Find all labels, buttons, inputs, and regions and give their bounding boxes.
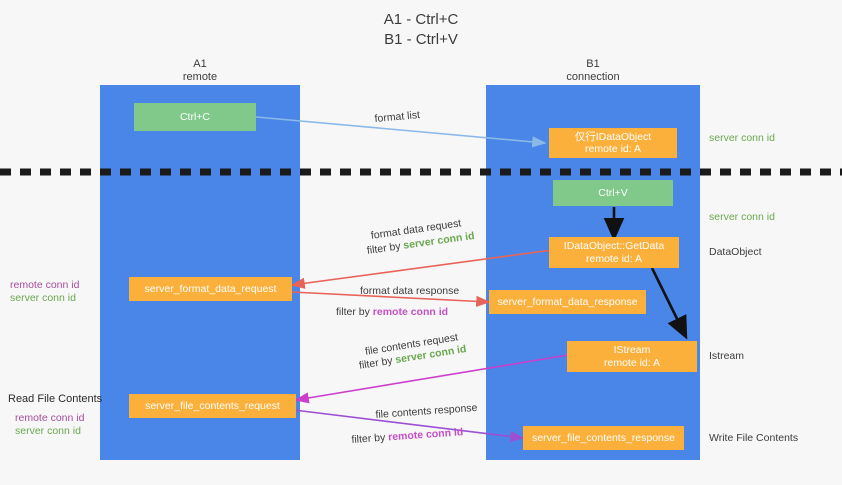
arrow-format-list: [255, 116, 547, 148]
caption-format-data-response: format data response: [360, 285, 460, 297]
lane-a1-name: A1: [193, 58, 207, 70]
box-server-file-contents-request[interactable]: server_file_contents_request: [129, 394, 296, 418]
box-server-format-data-request-label: server_format_data_request: [144, 282, 277, 295]
label-read-file-contents: Read File Contents: [8, 393, 103, 405]
arrow-file-contents-response: [293, 409, 525, 443]
box-server-format-data-response-label: server_format_data_response: [497, 295, 638, 308]
box-server-file-contents-request-label: server_file_contents_request: [145, 399, 280, 412]
label-remote-conn-id-2: remote conn id: [15, 412, 85, 424]
label-istream: Istream: [709, 350, 745, 362]
box-idataobject-getdata[interactable]: IDataObject::GetData remote id: A: [549, 237, 679, 268]
label-server-conn-id-1: server conn id: [10, 292, 76, 304]
title-line-1: A1 - Ctrl+C: [383, 11, 459, 28]
lane-b1-role: connection: [566, 71, 620, 83]
box-idataobject[interactable]: 仅行IDataObject remote id: A: [549, 128, 677, 158]
box-server-file-contents-response[interactable]: server_file_contents_response: [523, 426, 684, 450]
caption-format-data-response-filter: filter by remote conn id: [336, 305, 448, 319]
label-dataobject: DataObject: [709, 246, 762, 258]
label-server-conn-id-2: server conn id: [15, 425, 81, 437]
box-ctrl-v[interactable]: Ctrl+V: [553, 180, 673, 206]
box-idataobject-line2: remote id: A: [584, 143, 642, 155]
box-istream-line1: IStream: [613, 344, 651, 356]
lane-a1-role: remote: [182, 71, 218, 83]
arrow-file-contents-request: [294, 354, 569, 404]
box-getdata-line2: remote id: A: [585, 252, 643, 265]
caption-fdres-filter-value: remote conn id: [372, 306, 449, 318]
diagram-title: A1 - Ctrl+C B1 - Ctrl+V: [0, 10, 842, 50]
box-ctrl-c-label: Ctrl+C: [179, 110, 211, 123]
box-idataobject-line1: 仅行IDataObject: [574, 130, 652, 143]
box-server-file-contents-response-label: server_file_contents_response: [531, 431, 675, 444]
label-remote-conn-id-1: remote conn id: [10, 279, 80, 291]
box-ctrl-v-label: Ctrl+V: [598, 186, 628, 199]
caption-fdres-filter-prefix: filter by: [336, 306, 373, 318]
label-write-file-contents: Write File Contents: [709, 432, 799, 444]
lane-b1-name: B1: [586, 58, 600, 70]
box-getdata-line1: IDataObject::GetData: [563, 240, 665, 252]
lane-header-b1: B1 connection: [486, 58, 700, 84]
arrow-format-data-response: [291, 291, 491, 307]
box-server-format-data-request[interactable]: server_format_data_request: [129, 277, 292, 301]
arrow-getdata-to-istream: [650, 267, 688, 340]
box-istream-line2: remote id: A: [603, 356, 661, 369]
box-istream[interactable]: IStream remote id: A: [567, 341, 697, 372]
lane-header-a1: A1 remote: [100, 58, 300, 84]
title-line-2: B1 - Ctrl+V: [384, 31, 458, 48]
arrow-format-data-request: [290, 249, 553, 289]
caption-fcres-filter-prefix: filter by: [351, 431, 389, 446]
label-server-conn-id-top: server conn id: [709, 132, 775, 144]
box-ctrl-c[interactable]: Ctrl+C: [134, 103, 256, 131]
label-server-conn-id-mid: server conn id: [709, 211, 775, 223]
box-server-format-data-response[interactable]: server_format_data_response: [489, 290, 646, 314]
